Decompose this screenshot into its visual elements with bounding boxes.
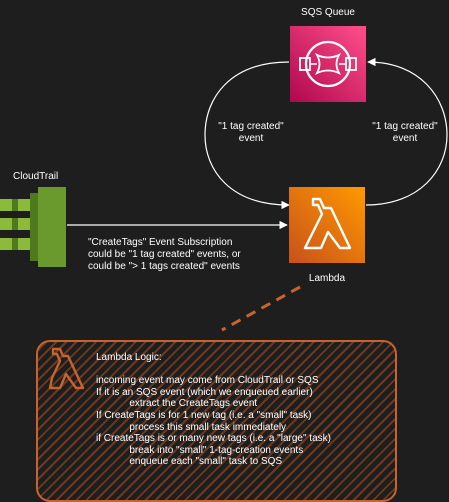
sqs-queue-icon[interactable] bbox=[290, 26, 366, 102]
lambda-logic-line: break into "small" 1-tag-creation events bbox=[129, 444, 304, 456]
sqs-right-edge-label: "1 tag created" event bbox=[372, 121, 438, 144]
sqs-queue-title: SQS Queue bbox=[301, 7, 355, 18]
cloudtrail-title: CloudTrail bbox=[13, 171, 59, 182]
lambda-logic-text: Lambda Logic: incoming event may come fr… bbox=[96, 352, 331, 468]
cloudtrail-icon[interactable] bbox=[0, 187, 66, 267]
lambda-title: Lambda bbox=[308, 273, 346, 284]
lambda-logic-line: process this small task immediately bbox=[129, 421, 287, 433]
lambda-icon[interactable] bbox=[289, 187, 365, 263]
lambda-logic-lines: incoming event may come from CloudTrail … bbox=[96, 375, 331, 467]
lambda-logic-line: enqueue each "small" task to SQS bbox=[129, 456, 283, 468]
lambda-logic-line: incoming event may come from CloudTrail … bbox=[96, 375, 319, 387]
sqs-left-edge-label: "1 tag created" event bbox=[218, 121, 284, 144]
lambda-logic-line: If it is an SQS event (which we enqueued… bbox=[96, 386, 313, 398]
lambda-logic-note: Lambda Logic: incoming event may come fr… bbox=[36, 340, 397, 502]
lambda-logic-line: If CreateTags is for 1 new tag (i.e. a "… bbox=[96, 409, 312, 421]
lambda-symbol-icon bbox=[48, 347, 85, 390]
lambda-to-sqs-edge bbox=[365, 57, 448, 206]
lambda-to-logic-connector bbox=[221, 285, 301, 332]
subscription-label: "CreateTags" Event Subscription could be… bbox=[88, 237, 241, 272]
lambda-logic-title: Lambda Logic: bbox=[96, 352, 162, 363]
sqs-to-lambda-edge bbox=[204, 61, 290, 210]
lambda-logic-line: if CreateTags is or many new tags (i.e. … bbox=[96, 433, 331, 445]
lambda-logic-line: extract the CreateTags event bbox=[129, 398, 258, 410]
